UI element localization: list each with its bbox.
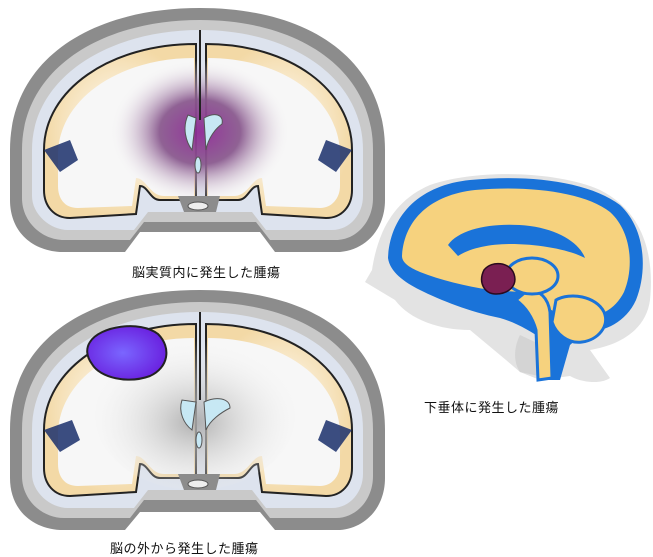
- third-ventricle: [195, 157, 201, 173]
- coronal-section-intra: [10, 8, 385, 252]
- caption-pituitary: 下垂体に発生した腫瘍: [424, 397, 559, 416]
- caption-extra-axial: 脳の外から発生した腫瘍: [110, 538, 259, 557]
- brainstem: [188, 202, 208, 210]
- extra-axial-tumor: [87, 326, 166, 379]
- coronal-section-extra: [10, 290, 385, 530]
- caption-intra-axial: 脳実質内に発生した腫瘍: [132, 262, 281, 281]
- pituitary-tumor: [482, 264, 515, 294]
- third-ventricle: [196, 432, 202, 448]
- sagittal-section-pituitary: [365, 174, 651, 382]
- brainstem: [188, 480, 208, 488]
- cerebellum: [552, 296, 606, 342]
